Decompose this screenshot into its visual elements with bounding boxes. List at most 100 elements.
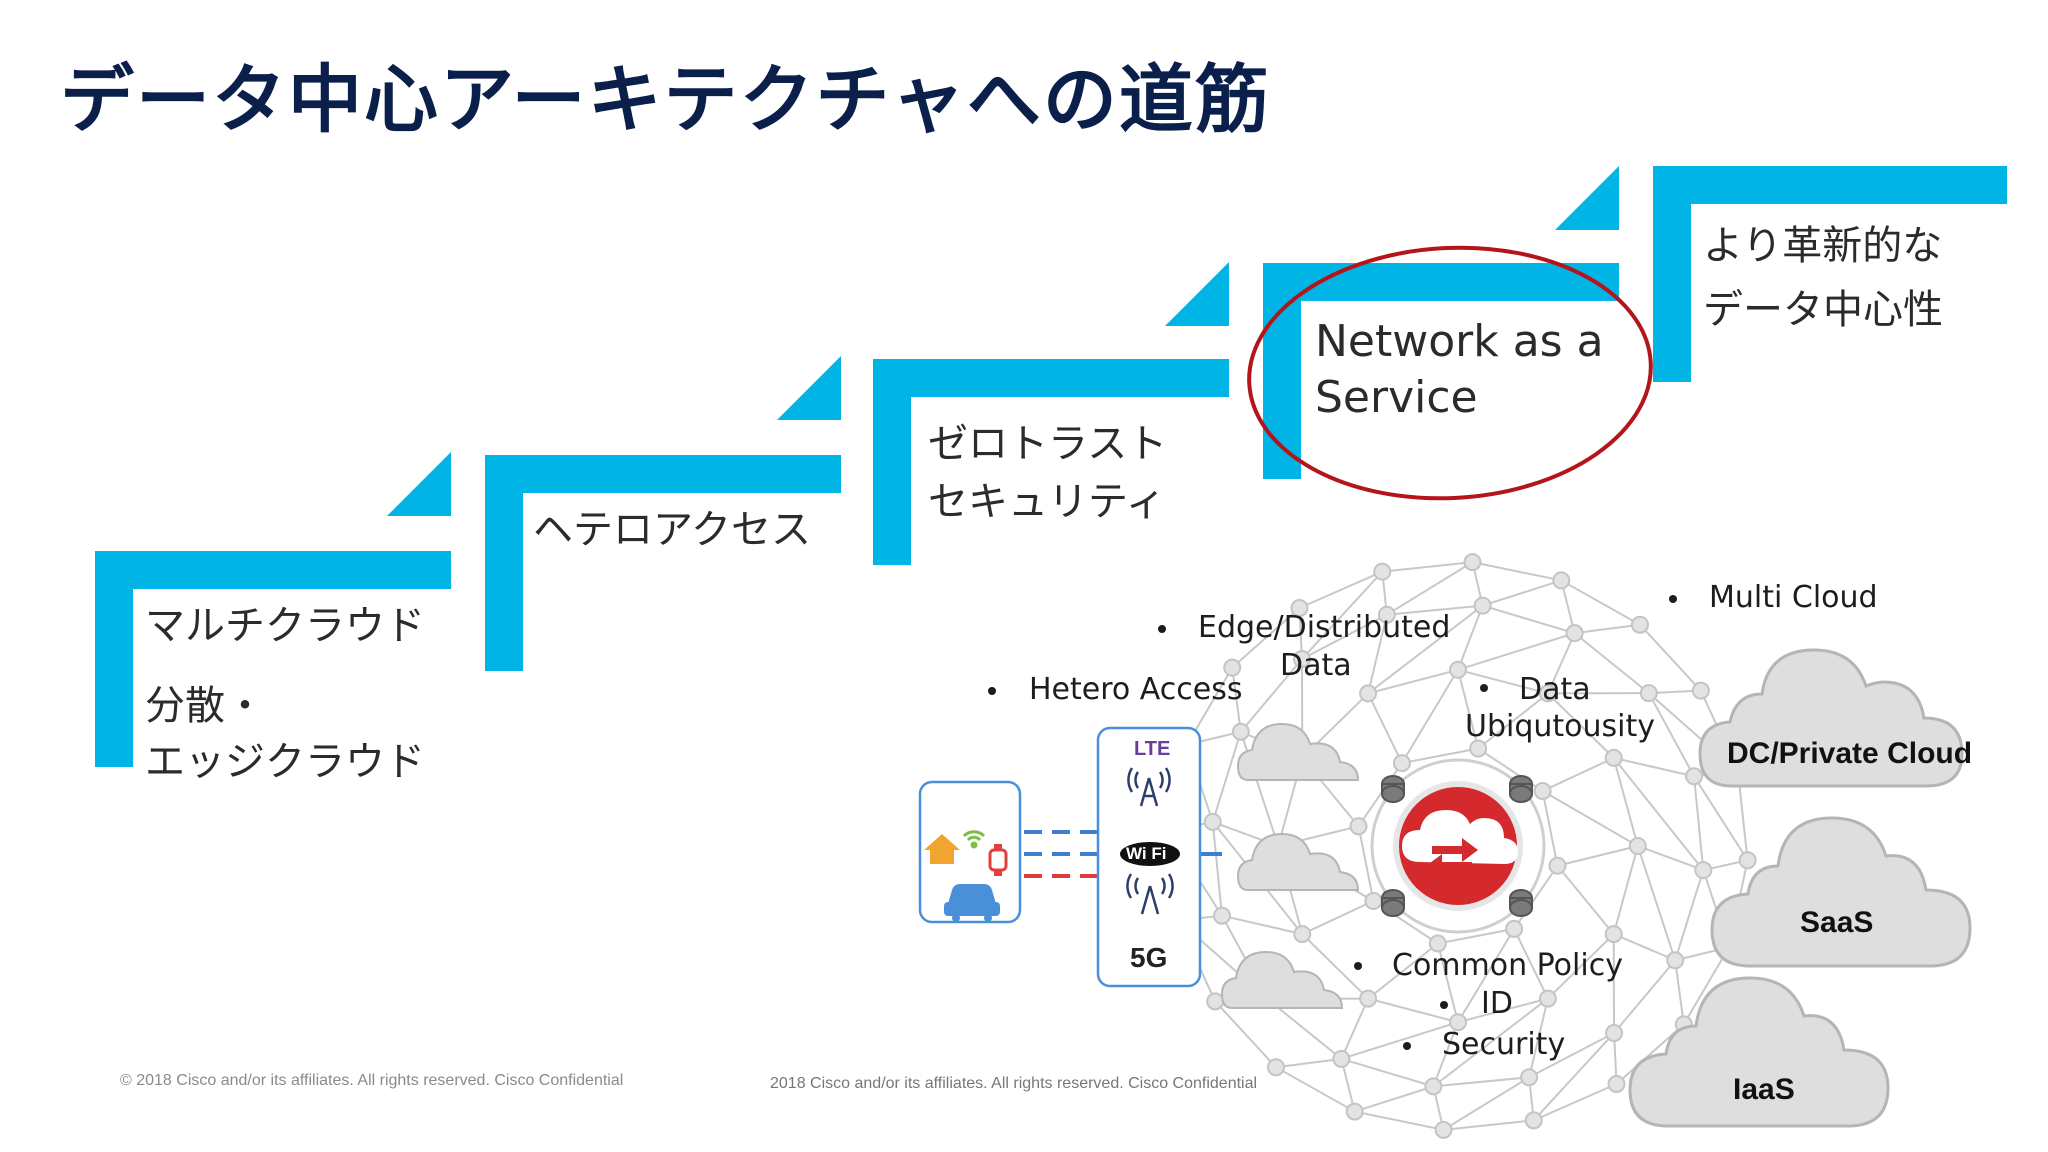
- step-connector-triangle-2: [777, 356, 841, 420]
- watch-icon: [988, 844, 1008, 876]
- mesh-node: [1628, 837, 1647, 855]
- mesh-link: [1354, 1110, 1444, 1131]
- mesh-link: [1432, 1021, 1459, 1087]
- mesh-node: [1469, 739, 1488, 758]
- core-satellites: [1381, 775, 1533, 917]
- mesh-link: [1612, 845, 1639, 935]
- mesh-link: [1367, 614, 1388, 694]
- mesh-node: [1424, 1077, 1443, 1096]
- core-ring: [1370, 758, 1546, 934]
- mesh-link: [1573, 632, 1650, 694]
- mesh-link: [1637, 845, 1704, 872]
- mesh-link: [1211, 821, 1223, 916]
- wifi-label: Wi Fi: [1126, 844, 1167, 863]
- mesh-link: [1301, 933, 1369, 1000]
- mesh-node: [1332, 1049, 1351, 1068]
- mesh-link: [1299, 570, 1383, 609]
- footer-copyright-right: 2018 Cisco and/or its affiliates. All ri…: [770, 1075, 1258, 1092]
- mesh-node: [1212, 906, 1231, 925]
- mesh-link: [1546, 632, 1576, 694]
- mesh-link: [1275, 1066, 1356, 1113]
- mesh-link: [1574, 623, 1641, 635]
- highlight-ring: [1247, 245, 1653, 501]
- mesh-link: [1301, 900, 1374, 936]
- mesh-link: [1482, 604, 1575, 635]
- step-4-label-line-1: Network as a: [1315, 316, 1604, 367]
- edge-clouds: [1220, 722, 1360, 1009]
- step-5-label-line-1: より革新的な: [1703, 223, 1943, 269]
- step-3-top-bar: [873, 359, 1229, 397]
- cloud-label-iaas: IaaS: [1733, 1073, 1795, 1106]
- step-2-label: ヘテロアクセス: [533, 507, 811, 553]
- step-3-label-line-1: ゼロトラスト: [928, 421, 1168, 467]
- mesh-link: [1639, 624, 1702, 692]
- step-5-side-bar: [1653, 166, 1691, 382]
- service-clouds: [1628, 648, 1972, 1128]
- mesh-node: [1738, 851, 1757, 870]
- mesh-link: [1401, 747, 1479, 765]
- mesh-link: [1367, 668, 1459, 695]
- step-3-side-bar: [873, 359, 911, 565]
- mesh-link: [1457, 668, 1549, 695]
- mesh-node: [1345, 1102, 1364, 1121]
- mesh-node: [1524, 1111, 1543, 1130]
- mesh-link: [1560, 579, 1641, 626]
- mesh-link: [1433, 1076, 1530, 1088]
- step-4-label-line-2: Service: [1315, 372, 1478, 423]
- mesh-link: [1443, 1119, 1534, 1131]
- mesh-link: [1612, 757, 1639, 847]
- mesh-node: [1292, 649, 1311, 668]
- mesh-node: [1359, 989, 1378, 1008]
- mesh-link: [1214, 1000, 1277, 1068]
- device-box: [918, 780, 1022, 924]
- cloud-exchange-icon: [1393, 781, 1523, 911]
- mesh-link: [1221, 914, 1303, 936]
- mesh-node: [1630, 615, 1649, 634]
- car-icon: [944, 884, 1000, 922]
- mesh-link: [1556, 865, 1615, 935]
- step-5-label-line-2: データ中心性: [1703, 287, 1943, 333]
- mesh-link: [1386, 604, 1483, 616]
- mesh-link: [1693, 776, 1705, 871]
- mesh-link: [1533, 1083, 1617, 1122]
- bullet-edge-line-1: Edge/Distributed: [1198, 610, 1451, 645]
- mesh-link: [1674, 960, 1685, 1025]
- bullet-id: ID: [1481, 986, 1513, 1021]
- mesh-link: [1647, 692, 1695, 777]
- mesh-link: [1636, 845, 1677, 961]
- mesh-node: [1694, 861, 1713, 880]
- mesh-node: [1505, 919, 1524, 938]
- mesh-link: [1482, 579, 1562, 607]
- mesh-link: [1457, 928, 1515, 1023]
- page-title: データ中心アーキテクチャへの道筋: [60, 57, 1271, 143]
- bullet-dots: [988, 595, 1677, 1050]
- mesh-node: [1392, 754, 1411, 773]
- mesh-link: [1547, 933, 1615, 1000]
- cloud-label-dc-private: DC/Private Cloud: [1727, 737, 1973, 770]
- mesh-node: [1552, 571, 1571, 590]
- mesh-link: [1528, 998, 1549, 1078]
- mesh-node: [1349, 817, 1368, 836]
- mesh-link: [1211, 731, 1242, 823]
- mesh-node: [1639, 684, 1658, 703]
- mesh-link: [1472, 561, 1562, 582]
- mesh-node: [1691, 681, 1710, 700]
- step-1-label: マルチクラウド: [145, 603, 425, 649]
- mesh-node: [1548, 856, 1567, 875]
- mesh-node: [1267, 1058, 1286, 1077]
- mesh-link: [1437, 927, 1515, 945]
- mesh-link: [1613, 756, 1695, 778]
- mesh-link: [1557, 845, 1639, 867]
- bullet-multi-cloud: Multi Cloud: [1709, 580, 1878, 615]
- mesh-link: [1432, 997, 1549, 1088]
- mesh-link: [1513, 865, 1559, 930]
- mesh-node: [1293, 925, 1312, 944]
- footer-copyright-left: © 2018 Cisco and/or its affiliates. All …: [120, 1072, 624, 1089]
- step-3-label-line-2: セキュリティ: [928, 479, 1166, 525]
- mesh-link: [1367, 604, 1484, 695]
- mesh-node: [1605, 1024, 1624, 1043]
- mesh-link: [1612, 757, 1705, 871]
- mesh-link: [1367, 942, 1439, 1000]
- mesh-link: [1542, 790, 1639, 847]
